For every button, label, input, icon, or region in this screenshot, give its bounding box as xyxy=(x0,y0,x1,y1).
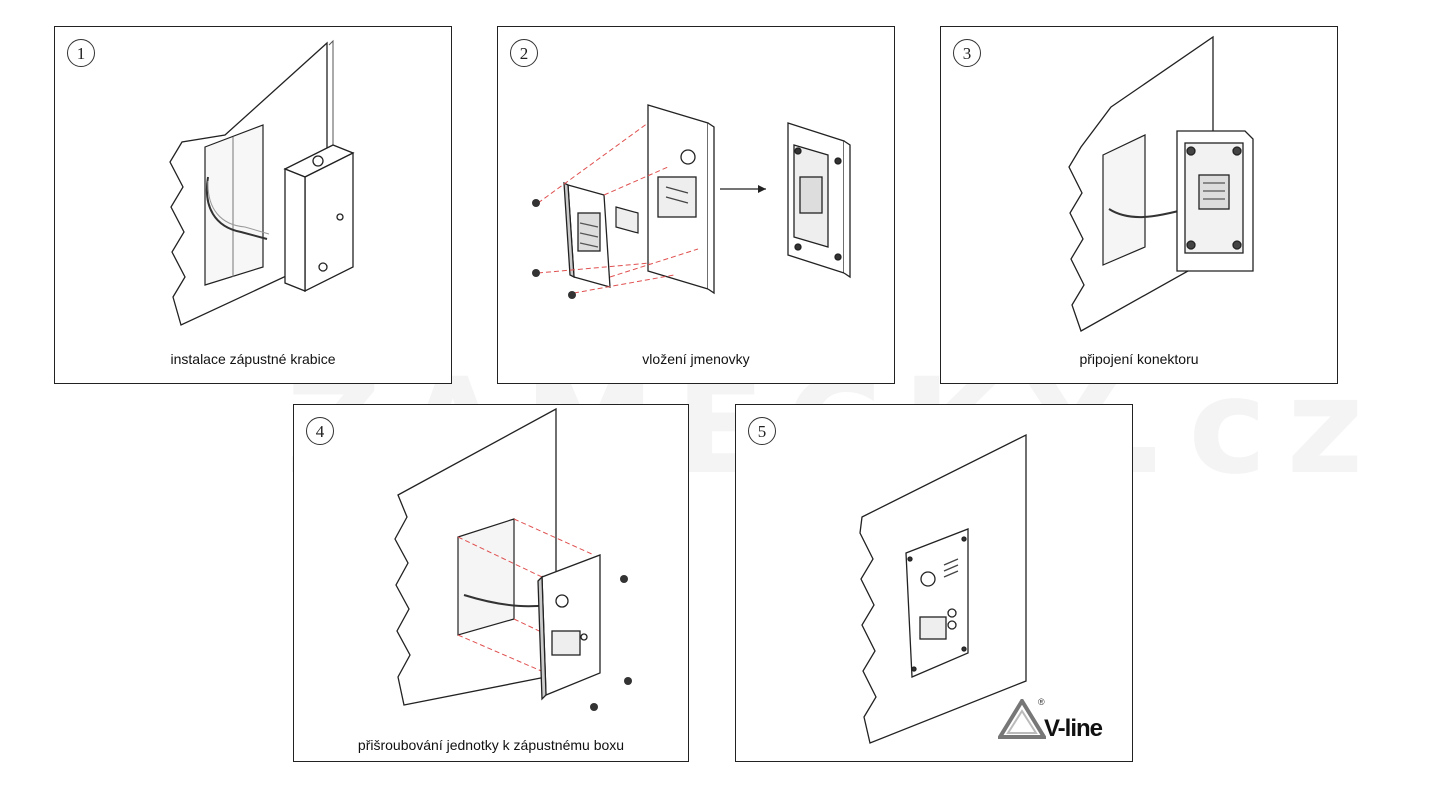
flush-box-illustration xyxy=(169,39,355,326)
step-2-number: 2 xyxy=(510,39,538,67)
wall-opening xyxy=(204,124,264,286)
logo-text: V-line xyxy=(1044,715,1103,742)
step-3-caption: připojení konektoru xyxy=(1079,351,1199,367)
nameplate xyxy=(615,206,639,234)
connector-illustration xyxy=(1068,35,1254,332)
step-4-number: 4 xyxy=(306,417,334,445)
screws xyxy=(532,199,576,299)
step-2-caption: vložení jmenovky xyxy=(642,351,750,367)
back-box xyxy=(1176,130,1254,272)
outdoor-unit xyxy=(905,528,969,678)
cable xyxy=(463,594,547,608)
cable xyxy=(205,176,268,240)
logo-registered-mark: ® xyxy=(1038,697,1045,707)
step-1-number: 1 xyxy=(67,39,95,67)
wall-opening xyxy=(1102,134,1146,266)
step-1-panel: 1 instalace zápustné krabice xyxy=(54,26,452,384)
guide-lines xyxy=(537,122,699,294)
unit-frame xyxy=(563,181,611,288)
step-4-caption: přišroubování jednotky k zápustnému boxu xyxy=(357,737,625,753)
step-5-panel: 5 ® V-line xyxy=(735,404,1133,762)
nameplate-insertion-illustration xyxy=(532,104,851,299)
assembled-unit xyxy=(787,122,851,279)
step-4-panel: 4 přišroubování jednotky k zápustnému bo… xyxy=(293,404,689,762)
finished-installation-illustration xyxy=(859,433,1027,744)
step-1-caption: instalace zápustné krabice xyxy=(170,351,336,367)
logo-triangle-icon xyxy=(998,699,1046,739)
step-3-number: 3 xyxy=(953,39,981,67)
outdoor-unit xyxy=(537,554,601,701)
screw-unit-to-box-illustration xyxy=(394,407,632,711)
step-3-panel: 3 připojení konektoru xyxy=(940,26,1338,384)
screws xyxy=(590,575,632,711)
outdoor-unit-back xyxy=(647,104,715,295)
step-5-number: 5 xyxy=(748,417,776,445)
step-2-panel: 2 xyxy=(497,26,895,384)
wall-opening xyxy=(457,518,515,636)
brand-logo: ® V-line xyxy=(998,695,1128,755)
flush-box xyxy=(283,144,355,293)
